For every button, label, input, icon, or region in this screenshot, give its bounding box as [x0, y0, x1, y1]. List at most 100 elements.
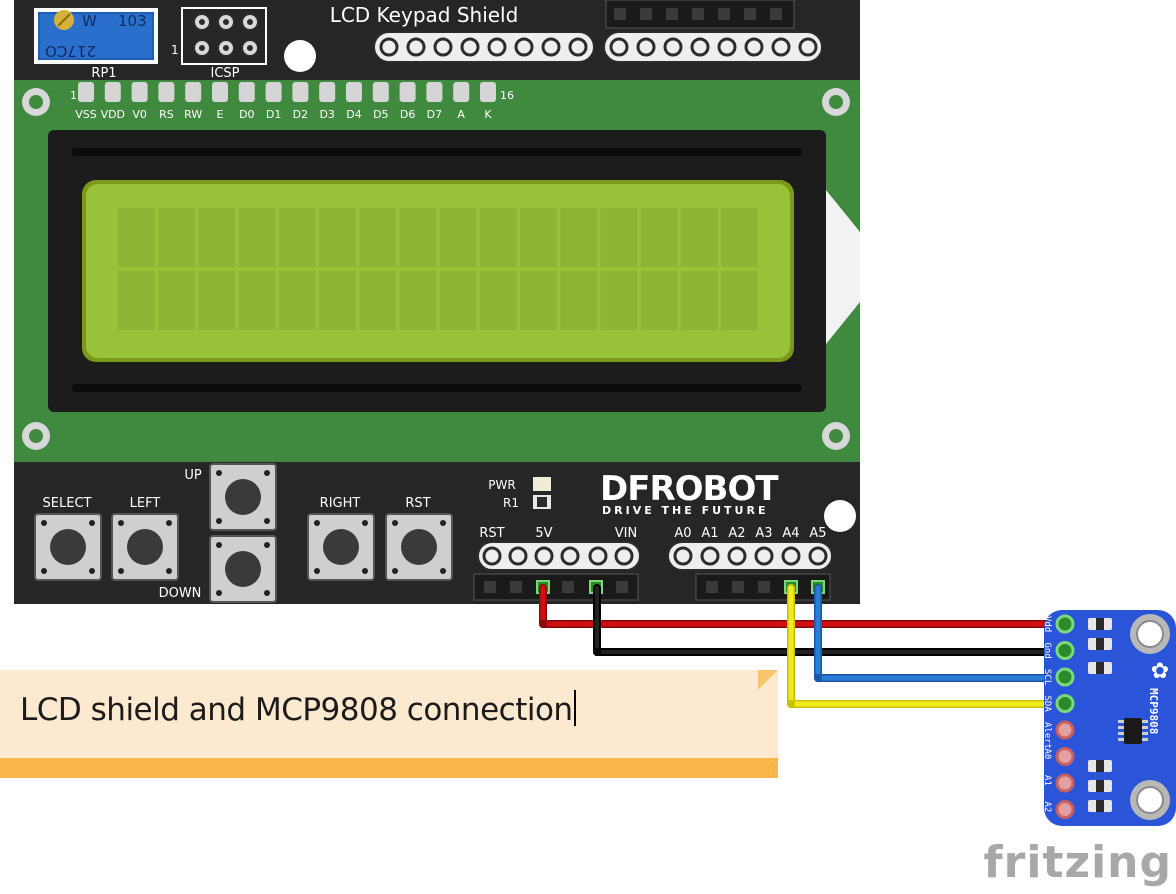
lcd-pin-label: K	[484, 108, 492, 121]
sensor-pin[interactable]	[1055, 614, 1075, 634]
lcd-cell	[680, 208, 718, 267]
lcd-cell	[399, 208, 437, 267]
sensor-pin-label: A1	[1042, 775, 1052, 786]
sensor-pin-label: Alert	[1042, 722, 1052, 749]
lcd-cell	[600, 271, 638, 330]
select-button[interactable]: SELECT	[34, 496, 102, 581]
mounting-hole-icon	[284, 40, 316, 72]
lcd-cell	[319, 271, 356, 330]
5v-pin-label: 5V	[535, 526, 552, 541]
analog-pin-label: A4	[782, 526, 799, 541]
sensor-pin-label: A2	[1042, 802, 1052, 813]
rst-button[interactable]: RST	[385, 496, 453, 581]
brand-label: DFROBOT	[600, 469, 779, 509]
pot-w-label: W	[82, 12, 97, 30]
sensor-board	[1044, 610, 1176, 826]
note-text-content: LCD shield and MCP9808 connection	[20, 692, 573, 728]
lcd-pin-label: RS	[159, 108, 174, 121]
lcd-pin-label: D4	[346, 108, 361, 121]
keypad: SELECT LEFT UP	[34, 463, 453, 603]
right-button[interactable]: RIGHT	[307, 496, 375, 581]
tagline-label: DRIVE THE FUTURE	[602, 504, 768, 517]
left-button[interactable]: LEFT	[111, 496, 179, 581]
lcd-pin-label: D5	[373, 108, 388, 121]
select-label: SELECT	[43, 496, 92, 511]
lcd-pin	[426, 82, 443, 102]
lcd-pin	[480, 82, 496, 102]
sensor-pin[interactable]	[1055, 720, 1075, 740]
lcd-pin-label: E	[217, 108, 224, 121]
lcd-character-cells	[118, 208, 758, 330]
lcd-cell	[721, 208, 758, 267]
sensor-pin[interactable]	[1055, 694, 1075, 713]
top-header-left	[373, 31, 595, 63]
lcd-cell	[560, 208, 598, 267]
lcd-cell	[359, 271, 397, 330]
analog-pin-label: A2	[728, 526, 745, 541]
lcd-cell	[198, 271, 236, 330]
note-footer-bar	[0, 758, 778, 778]
lcd-cell	[560, 271, 598, 330]
sensor-pin[interactable]	[1055, 773, 1075, 793]
lcd-cell	[198, 208, 236, 267]
lcd-pin	[292, 82, 309, 102]
sensor-chip-icon	[1124, 718, 1142, 744]
note-box[interactable]: LCD shield and MCP9808 connection ⋰	[0, 670, 778, 778]
lcd-cell	[118, 271, 155, 330]
lcd-pin	[265, 82, 282, 102]
lcd-pin-label: D6	[400, 108, 415, 121]
sensor-pin-label: SDA	[1042, 696, 1052, 713]
power-indicator: PWR R1	[488, 477, 551, 510]
lcd-pin	[372, 82, 389, 102]
down-button[interactable]: DOWN	[159, 535, 277, 603]
sensor-pin[interactable]	[1055, 641, 1075, 660]
icsp-header: 1 ICSP	[171, 7, 267, 81]
lcd-cell	[721, 271, 758, 330]
sensor-pin-label: Gnd	[1042, 643, 1052, 659]
rp1-label: RP1	[91, 66, 116, 81]
lcd-pin	[131, 82, 148, 102]
lcd-cell	[238, 208, 276, 267]
lcd-pin	[346, 82, 362, 102]
lcd-cell	[640, 271, 678, 330]
sensor-pin[interactable]	[1055, 667, 1075, 687]
lcd-cell	[158, 271, 196, 330]
sensor-name-label: MCP9808	[1147, 688, 1160, 734]
lcd-pin-label: D0	[239, 108, 254, 121]
fritzing-watermark: fritzing	[983, 837, 1172, 888]
lcd-pin	[212, 82, 228, 102]
sensor-pin[interactable]	[1055, 747, 1075, 766]
icsp-label: ICSP	[210, 66, 239, 81]
shield-title: LCD Keypad Shield	[330, 3, 519, 27]
lcd-pin-label: V0	[132, 108, 147, 121]
power-header-pads	[473, 541, 641, 601]
lcd-cell	[520, 208, 557, 267]
up-label: UP	[184, 468, 202, 483]
lcd-pin	[238, 82, 255, 102]
backlight-tab	[826, 190, 860, 344]
lcd-keypad-shield: W 103 217CO RP1 1 ICSP LCD Keypad Shield	[14, 0, 860, 604]
sensor-pin[interactable]	[1055, 800, 1075, 819]
lcd-pin	[104, 82, 121, 102]
icsp-pin1-label: 1	[171, 43, 179, 57]
lcd-pin-label: D3	[319, 108, 334, 121]
pwr-label: PWR	[488, 478, 515, 492]
lcd-cell	[278, 271, 316, 330]
note-body	[0, 670, 778, 758]
lcd-pin-label: D2	[293, 108, 308, 121]
up-button[interactable]: UP	[184, 463, 277, 531]
wire-yellow-a4-to-sda[interactable]	[787, 584, 1068, 708]
resistor-r1-icon	[537, 497, 547, 507]
lcd-pin	[158, 82, 175, 102]
note-text[interactable]: LCD shield and MCP9808 connection	[20, 690, 576, 728]
lcd-cell	[399, 271, 437, 330]
lcd-pin-last-label: 16	[500, 89, 514, 102]
lcd-pin-label: A	[457, 108, 465, 121]
lcd-pin-label: VSS	[75, 108, 97, 121]
lcd-pin	[453, 82, 470, 102]
lcd-cell	[640, 208, 678, 267]
resize-grip-icon[interactable]: ⋰	[764, 764, 774, 774]
dfrobot-logo: DFROBOT DRIVE THE FUTURE	[600, 469, 780, 517]
